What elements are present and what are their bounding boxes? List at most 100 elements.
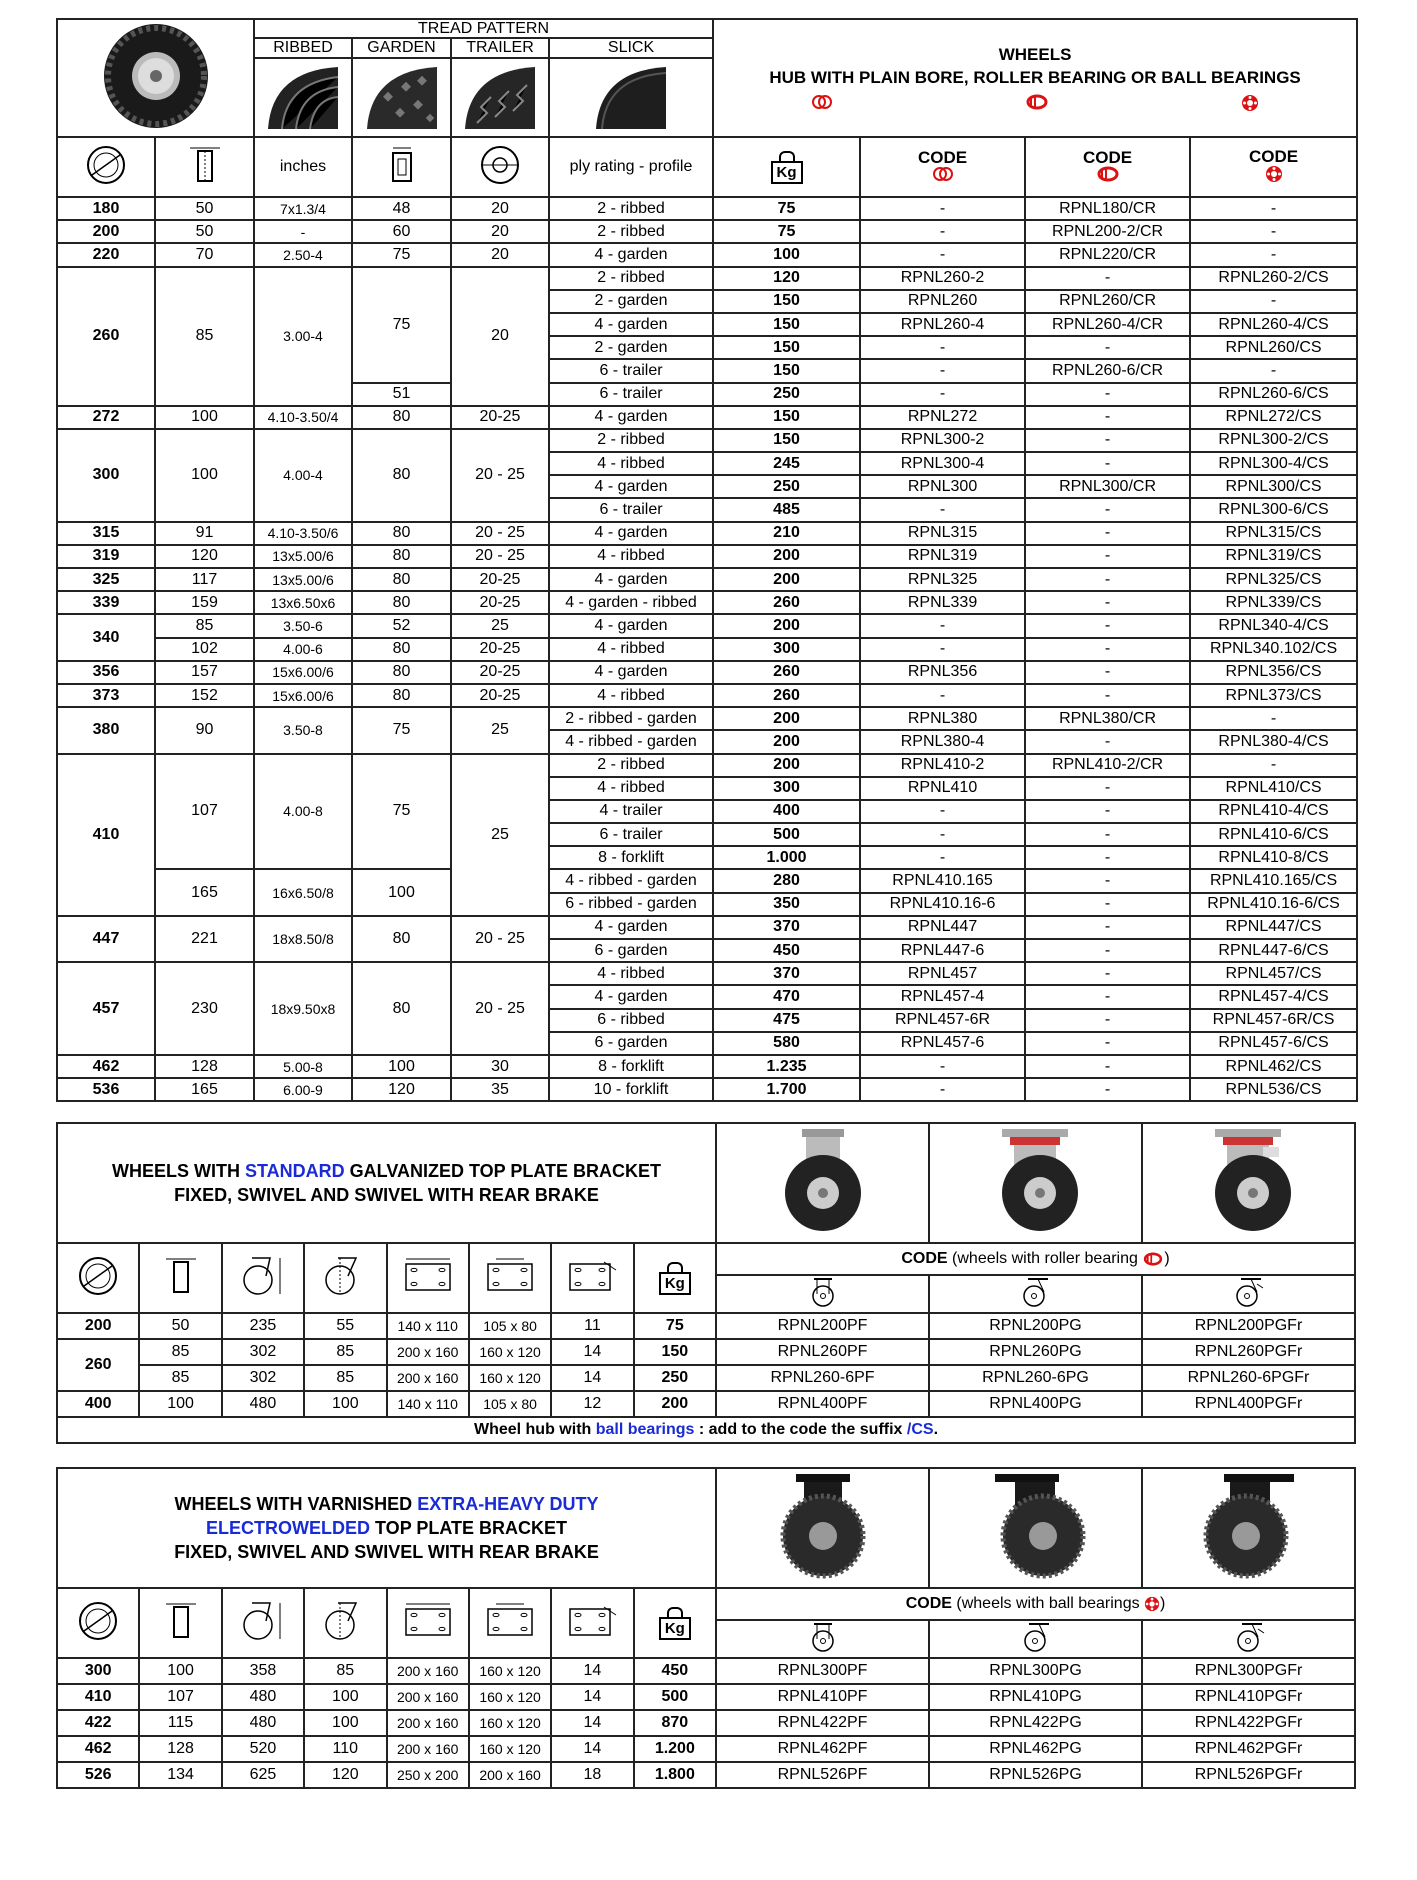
table-cell: 8 - forklift — [547, 845, 715, 871]
table-cell: 250 — [712, 474, 862, 500]
table-cell: RPNL410-6/CS — [1189, 822, 1359, 848]
table-cell: - — [1024, 335, 1192, 361]
table-cell: 117 — [154, 566, 255, 593]
title-part: WHEELS WITH — [112, 1160, 245, 1181]
table-cell: 150 — [712, 358, 862, 384]
table-cell: RPNL526PG — [928, 1761, 1143, 1789]
title-part: WHEELS WITH VARNISHED — [174, 1493, 418, 1514]
table-cell: 3.50-8 — [253, 706, 353, 755]
table-cell: 500 — [712, 822, 862, 848]
col-ply: ply rating - profile — [547, 136, 715, 198]
table-cell: 165 — [154, 868, 255, 917]
table-cell: 18 — [550, 1761, 635, 1789]
table-cell: RPNL300/CR — [1024, 474, 1192, 500]
swivel-brake-caster-icon — [1236, 1623, 1264, 1652]
table-cell: - — [1024, 451, 1192, 477]
table-cell: 2 - ribbed — [547, 219, 715, 245]
table-cell: RPNL447-6/CS — [1189, 937, 1359, 964]
table-cell: RPNL260-6PG — [928, 1364, 1143, 1392]
table-cell: 200 — [632, 1390, 718, 1418]
note-end: . — [933, 1421, 939, 1438]
table-cell: RPNL526PF — [715, 1761, 931, 1789]
offset-icon-cell — [303, 1242, 388, 1314]
table-cell: 150 — [712, 288, 862, 314]
table-cell: - — [859, 636, 1027, 662]
table-cell: 2 - ribbed — [547, 752, 715, 778]
hub-length-icon-cell — [351, 136, 452, 198]
swivel-caster-icon-cell — [928, 1274, 1143, 1314]
brake-caster-icon-cell — [1141, 1619, 1356, 1659]
table-cell: 20-25 — [450, 404, 550, 430]
tread-garden-image — [351, 57, 452, 138]
swivel-offset-icon — [325, 1602, 358, 1640]
table-cell: RPNL300-2 — [859, 427, 1027, 454]
table-cell: 165 — [154, 1077, 255, 1103]
table-cell: - — [1024, 868, 1192, 894]
table-cell: 105 x 80 — [467, 1390, 553, 1418]
table-cell: 4 - ribbed — [547, 451, 715, 477]
table-cell: RPNL300/CS — [1189, 474, 1359, 500]
table-cell: 580 — [712, 1030, 862, 1056]
table-cell: RPNL260-4/CR — [1024, 311, 1192, 338]
diameter-icon-cell — [55, 1587, 141, 1659]
width-icon-cell — [154, 136, 255, 198]
table-cell: - — [859, 845, 1027, 871]
table-cell: 2 - ribbed - garden — [547, 706, 715, 732]
plain-bore-icon — [811, 94, 832, 109]
load-capacity-icon: Kg — [770, 150, 803, 184]
table-cell: RPNL410.16-6 — [859, 891, 1027, 917]
hole-spacing-icon-cell — [467, 1587, 553, 1659]
bolt-hole-icon — [569, 1261, 617, 1291]
table-cell: 3.50-6 — [253, 613, 353, 639]
table-cell: RPNL300PG — [928, 1657, 1143, 1685]
table-cell: 10 - forklift — [547, 1077, 715, 1103]
table-cell: - — [1024, 566, 1192, 593]
table-cell: RPNL462/CS — [1189, 1053, 1359, 1080]
height-icon-cell — [220, 1242, 306, 1314]
wheels-subtitle: HUB WITH PLAIN BORE, ROLLER BEARING OR B… — [769, 68, 1301, 87]
table-cell: RPNL457-6R — [859, 1007, 1027, 1033]
table-cell: 115 — [138, 1709, 223, 1737]
heavy-swivel-brake-caster-image — [1203, 1474, 1294, 1579]
table-cell: 4 - ribbed — [547, 636, 715, 662]
table-cell: 20-25 — [450, 590, 550, 616]
table-cell: 480 — [220, 1390, 306, 1418]
table-cell: 120 — [351, 1077, 452, 1103]
hole-spacing-icon-cell — [467, 1242, 553, 1314]
table-cell: RPNL300-4 — [859, 451, 1027, 477]
table-cell: RPNL315/CS — [1189, 520, 1359, 546]
table-cell: 462 — [55, 1735, 141, 1763]
tread-slick-image — [547, 57, 715, 138]
table-cell: RPNL339/CS — [1189, 590, 1359, 616]
table-cell: 1.235 — [712, 1053, 862, 1080]
table-cell: 300 — [712, 775, 862, 801]
hd-swivel-caster-photo — [928, 1467, 1143, 1589]
table-cell: 4 - garden — [547, 914, 715, 941]
table-cell: - — [1024, 659, 1192, 685]
table-cell: 107 — [154, 752, 255, 871]
table-cell: 80 — [351, 659, 452, 685]
standard-bracket-table: WHEELS WITH STANDARD GALVANIZED TOP PLAT… — [55, 1122, 1357, 1444]
table-cell: 35 — [450, 1077, 550, 1103]
table-cell: - — [1024, 1053, 1192, 1080]
hole-spacing-icon — [487, 1603, 533, 1636]
table-cell: - — [859, 613, 1027, 639]
table-cell: 4.10-3.50/4 — [253, 404, 353, 430]
heavy-duty-title: WHEELS WITH VARNISHED EXTRA-HEAVY DUTY E… — [55, 1467, 718, 1589]
table-cell: 20 - 25 — [450, 914, 550, 964]
table-cell: - — [1189, 752, 1359, 778]
table-cell: 370 — [712, 914, 862, 941]
diameter-icon-cell — [56, 136, 156, 198]
table-cell: 200 — [712, 752, 862, 778]
title-highlight: ELECTROWELDED — [206, 1517, 371, 1538]
table-cell: 20 — [450, 265, 550, 407]
table-cell: RPNL410.16-6/CS — [1189, 891, 1359, 917]
table-cell: - — [253, 219, 353, 245]
table-cell: - — [1024, 427, 1192, 454]
heavy-fixed-caster-image — [780, 1474, 866, 1579]
